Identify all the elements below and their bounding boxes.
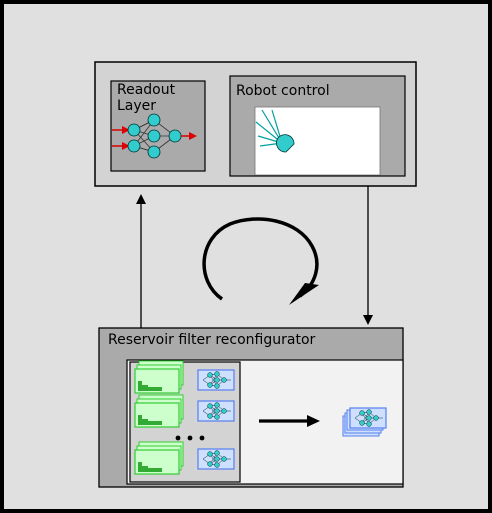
- clockwise-cycle-arrow-icon: [202, 217, 319, 305]
- neural-network-icon: [197, 400, 235, 422]
- selected-network-stack-icon: [342, 407, 387, 437]
- readout-network-icon: [112, 113, 197, 159]
- robot-sensor-icon: [255, 109, 295, 153]
- filter-stack-1: [134, 360, 184, 394]
- filter-stack-2: [134, 394, 184, 428]
- readout-layer-box: [110, 80, 206, 172]
- neural-network-icon: [197, 369, 235, 391]
- filter-stack-3: [134, 441, 184, 475]
- neural-network-icon: [197, 448, 235, 470]
- ellipsis-icon: [175, 435, 205, 441]
